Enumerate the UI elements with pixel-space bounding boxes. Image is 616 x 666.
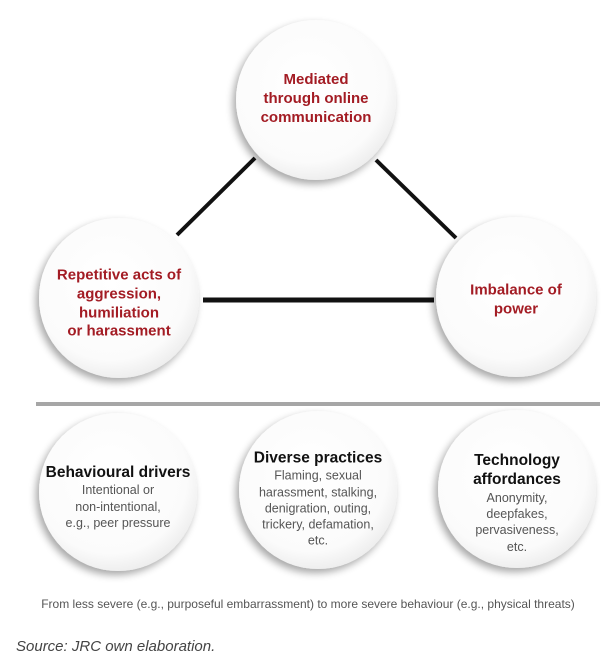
- circle-mediated: [236, 20, 396, 180]
- aspect-line: denigration, outing,: [264, 501, 372, 516]
- label-line: through online: [263, 89, 369, 107]
- aspect-line: etc.: [307, 534, 329, 549]
- source-caption: Source: JRC own elaboration.: [16, 638, 216, 655]
- connector-top-left: [175, 156, 257, 237]
- aspect-line: pervasiveness, etc.: [475, 523, 559, 554]
- label-mediated: Mediated through online communication: [261, 71, 372, 127]
- label-line: power: [493, 300, 539, 317]
- label-repetitive: Repetitive acts of aggression, humiliati…: [57, 267, 181, 342]
- aspect-line: Flaming, sexual: [274, 469, 362, 484]
- label-line: communication: [260, 108, 372, 126]
- aspect-behavioural-drivers: Behavioural drivers Intentional or non-i…: [46, 463, 191, 531]
- label-line: Imbalance of: [470, 281, 562, 299]
- label-line: Repetitive acts of: [56, 266, 182, 284]
- circle-practices: [239, 411, 397, 569]
- aspect-technology-affordances: Technology affordances Anonymity, deepfa…: [468, 451, 567, 555]
- aspect-line: trickery, defamation,: [262, 517, 374, 532]
- aspect-line: Anonymity, deepfakes,: [486, 490, 548, 522]
- circle-repetitive: [39, 218, 199, 378]
- aspect-line: non-intentional,: [75, 499, 161, 514]
- circle-imbalance: [436, 217, 596, 377]
- divider: [36, 402, 600, 406]
- label-line: or harassment: [67, 322, 171, 340]
- label-line: humiliation: [79, 304, 159, 321]
- label-imbalance: Imbalance of power: [470, 281, 562, 319]
- aspect-line: Intentional or: [81, 483, 155, 498]
- label-line: aggression,: [76, 285, 162, 303]
- circle-behavioural: [39, 413, 197, 571]
- circle-technology: [438, 410, 596, 568]
- severity-scale-note: From less severe (e.g., purposeful embar…: [41, 597, 575, 611]
- aspect-title: Diverse practices: [253, 449, 383, 467]
- aspect-line: harassment, stalking,: [258, 485, 378, 500]
- connector-top-right: [374, 158, 458, 240]
- label-line: Mediated: [283, 70, 349, 88]
- aspect-title: affordances: [473, 471, 561, 489]
- aspect-diverse-practices: Diverse practices Flaming, sexual harass…: [254, 449, 382, 550]
- aspect-title: Behavioural drivers: [45, 463, 191, 481]
- aspect-line: e.g., peer pressure: [65, 515, 171, 530]
- aspect-title: Technology: [474, 452, 560, 470]
